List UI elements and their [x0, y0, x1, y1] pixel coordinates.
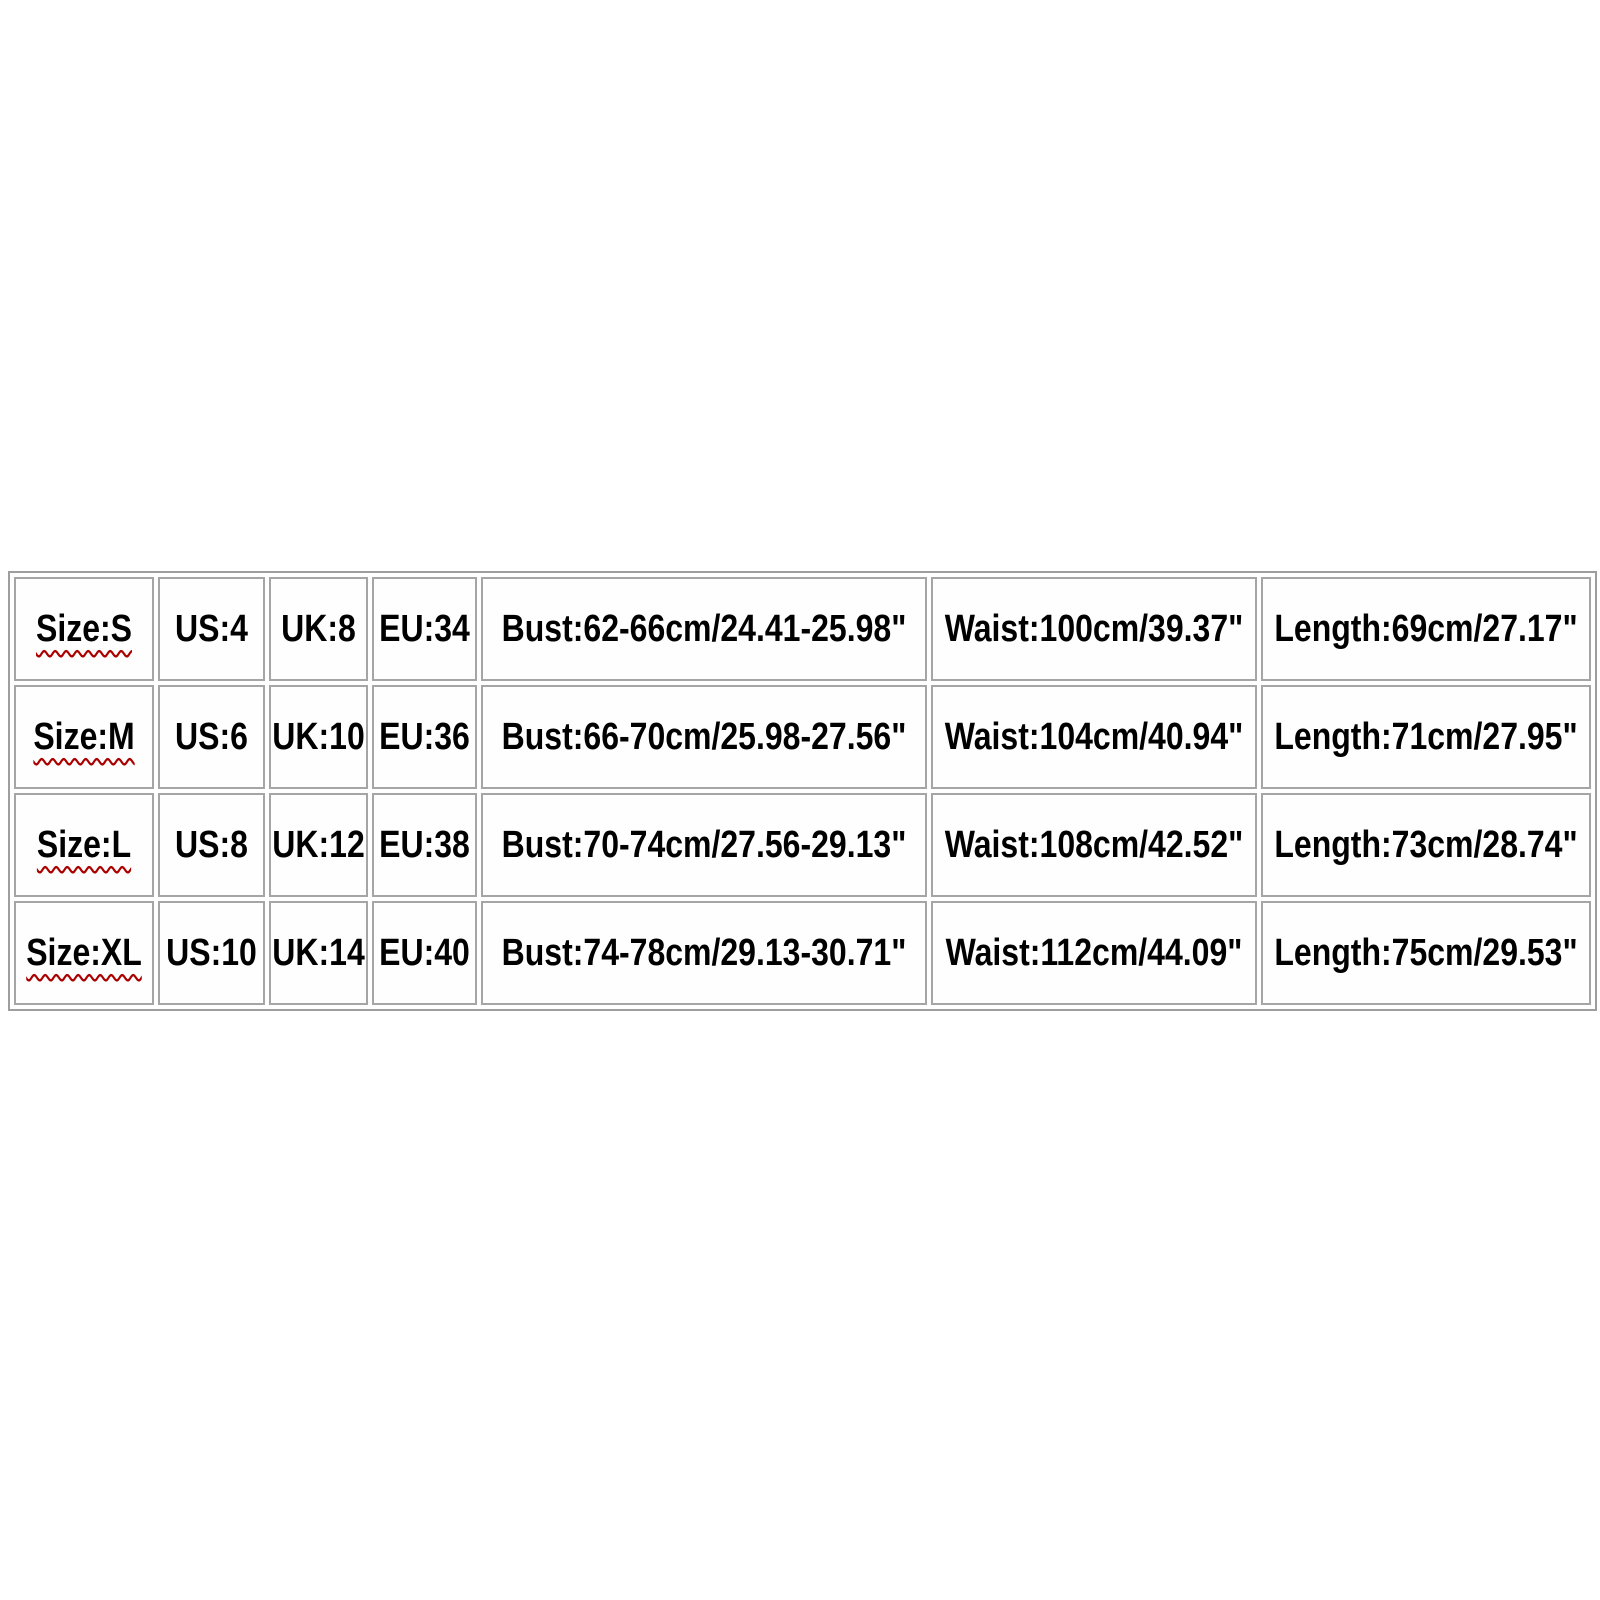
us-size-label: US:6 [175, 714, 248, 758]
waist-label: Waist:100cm/39.37" [944, 606, 1244, 650]
eu-size-cell: EU:34 [372, 577, 477, 681]
size-label: Size:S [35, 606, 133, 650]
eu-size-cell: EU:38 [372, 793, 477, 897]
size-cell: Size:XL [14, 901, 154, 1005]
bust-label: Bust:66-70cm/25.98-27.56" [501, 714, 907, 758]
bust-label: Bust:70-74cm/27.56-29.13" [501, 822, 907, 866]
waist-cell: Waist:104cm/40.94" [931, 685, 1257, 789]
size-cell: Size:L [14, 793, 154, 897]
us-size-label: US:8 [175, 822, 248, 866]
length-label: Length:73cm/28.74" [1274, 822, 1578, 866]
length-label: Length:69cm/27.17" [1274, 606, 1578, 650]
length-label: Length:75cm/29.53" [1274, 930, 1578, 974]
size-cell: Size:M [14, 685, 154, 789]
bust-cell: Bust:74-78cm/29.13-30.71" [481, 901, 927, 1005]
bust-cell: Bust:62-66cm/24.41-25.98" [481, 577, 927, 681]
uk-size-cell: UK:12 [269, 793, 368, 897]
bust-label: Bust:74-78cm/29.13-30.71" [501, 930, 907, 974]
size-cell: Size:S [14, 577, 154, 681]
eu-size-label: EU:34 [379, 606, 470, 650]
uk-size-label: UK:14 [272, 930, 365, 974]
length-cell: Length:71cm/27.95" [1261, 685, 1591, 789]
size-label: Size:XL [26, 930, 142, 974]
waist-cell: Waist:100cm/39.37" [931, 577, 1257, 681]
eu-size-label: EU:36 [379, 714, 470, 758]
us-size-cell: US:8 [158, 793, 265, 897]
bust-cell: Bust:70-74cm/27.56-29.13" [481, 793, 927, 897]
waist-cell: Waist:112cm/44.09" [931, 901, 1257, 1005]
length-cell: Length:69cm/27.17" [1261, 577, 1591, 681]
uk-size-label: UK:12 [272, 822, 365, 866]
uk-size-label: UK:10 [272, 714, 365, 758]
uk-size-cell: UK:14 [269, 901, 368, 1005]
us-size-cell: US:4 [158, 577, 265, 681]
table-row-size-l: Size:L US:8 UK:12 EU:38 Bust:70-74cm/27.… [14, 793, 1591, 897]
bust-cell: Bust:66-70cm/25.98-27.56" [481, 685, 927, 789]
eu-size-cell: EU:40 [372, 901, 477, 1005]
waist-label: Waist:104cm/40.94" [944, 714, 1244, 758]
us-size-label: US:10 [166, 930, 257, 974]
eu-size-label: EU:40 [379, 930, 470, 974]
waist-label: Waist:112cm/44.09" [945, 930, 1243, 974]
us-size-cell: US:10 [158, 901, 265, 1005]
eu-size-cell: EU:36 [372, 685, 477, 789]
size-chart-table: Size:S US:4 UK:8 EU:34 Bust:62-66cm/24.4… [8, 571, 1597, 1011]
uk-size-cell: UK:10 [269, 685, 368, 789]
table-row-size-s: Size:S US:4 UK:8 EU:34 Bust:62-66cm/24.4… [14, 577, 1591, 681]
uk-size-label: UK:8 [281, 606, 356, 650]
length-cell: Length:75cm/29.53" [1261, 901, 1591, 1005]
us-size-label: US:4 [175, 606, 248, 650]
table-row-size-m: Size:M US:6 UK:10 EU:36 Bust:66-70cm/25.… [14, 685, 1591, 789]
size-label: Size:M [33, 714, 135, 758]
size-label: Size:L [36, 822, 132, 866]
us-size-cell: US:6 [158, 685, 265, 789]
waist-label: Waist:108cm/42.52" [944, 822, 1244, 866]
waist-cell: Waist:108cm/42.52" [931, 793, 1257, 897]
uk-size-cell: UK:8 [269, 577, 368, 681]
eu-size-label: EU:38 [379, 822, 470, 866]
length-label: Length:71cm/27.95" [1274, 714, 1578, 758]
length-cell: Length:73cm/28.74" [1261, 793, 1591, 897]
bust-label: Bust:62-66cm/24.41-25.98" [501, 606, 907, 650]
table-row-size-xl: Size:XL US:10 UK:14 EU:40 Bust:74-78cm/2… [14, 901, 1591, 1005]
